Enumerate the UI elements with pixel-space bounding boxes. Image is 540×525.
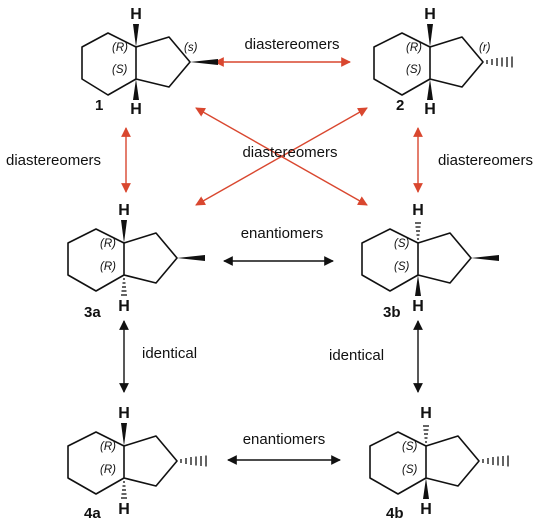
wedge-bond-upper-h [121,220,127,243]
stereo-descriptor-lower: (S) [402,464,418,476]
relation-label-4a-4b: enantiomers [243,431,326,448]
wedge-bond-upper-h [133,24,139,47]
h-atom-upper: H [424,6,436,23]
stereo-descriptor-lower: (R) [100,261,116,273]
hash-bond-upper-h [423,425,429,443]
wedge-bond-lower-h [423,478,429,499]
stereo-descriptor-upper: (S) [402,441,418,453]
compound-2: H H (R) (S) (r) 2 [373,6,513,118]
h-atom-lower: H [118,298,130,315]
wedge-bond-methyl [471,255,499,261]
stereo-descriptor-methyl: (s) [184,42,198,54]
wedge-bond-lower-h [415,275,421,296]
stereo-descriptor-upper: (R) [406,42,422,54]
h-atom-lower: H [118,501,130,518]
wedge-bond-upper-h [121,423,127,446]
hash-bond-lower-h [121,278,127,296]
hash-bond-methyl [180,455,207,467]
h-atom-lower: H [130,101,142,118]
compound-3b: H H (S) (S) 3b [361,202,499,321]
relation-label-cross: diastereomers [242,144,337,161]
hash-bond-methyl [486,56,513,68]
relation-label-1-3a: diastereomers [6,152,101,169]
relation-label-2-3b: diastereomers [438,152,533,169]
compound-4b: H H (S) (S) 4b [369,405,509,522]
skeleton-bonds [67,228,178,292]
hash-bond-lower-h [121,481,127,499]
relation-label-3b-4b: identical [329,347,384,364]
skeleton-bonds [361,228,472,292]
h-atom-lower: H [424,101,436,118]
stereo-descriptor-lower: (S) [406,64,422,76]
relation-label-3a-4a: identical [142,345,197,362]
hash-bond-methyl [482,455,509,467]
wedge-bond-upper-h [427,24,433,47]
h-atom-lower: H [412,298,424,315]
compound-label-2: 2 [396,97,404,114]
stereo-descriptor-upper: (R) [100,441,116,453]
compound-label-3a: 3a [84,304,101,321]
stereo-descriptor-lower: (S) [112,64,128,76]
skeleton-bonds [369,431,480,495]
skeleton-bonds [67,431,178,495]
relation-label-3a-3b: enantiomers [241,225,324,242]
relation-label-1-2: diastereomers [244,36,339,53]
h-atom-upper: H [130,6,142,23]
arrow-2-3a [195,107,368,206]
compound-label-4b: 4b [386,505,404,522]
compound-3a: H H (R) (R) 3a [67,202,205,321]
h-atom-upper: H [420,405,432,422]
h-atom-lower: H [420,501,432,518]
stereo-descriptor-lower: (S) [394,261,410,273]
wedge-bond-methyl [190,59,218,65]
compound-1: H H (R) (S) (s) 1 [81,6,218,118]
h-atom-upper: H [118,202,130,219]
compound-label-1: 1 [95,97,103,114]
skeleton-bonds [373,32,484,96]
stereo-descriptor-upper: (R) [112,42,128,54]
stereo-descriptor-lower: (R) [100,464,116,476]
wedge-bond-lower-h [133,79,139,100]
wedge-bond-lower-h [427,79,433,100]
compound-4a: H H (R) (R) 4a [67,405,207,522]
wedge-bond-methyl [177,255,205,261]
stereo-descriptor-methyl: (r) [479,42,491,54]
stereo-descriptor-upper: (R) [100,238,116,250]
h-atom-upper: H [412,202,424,219]
compound-label-3b: 3b [383,304,401,321]
compound-label-4a: 4a [84,505,101,522]
h-atom-upper: H [118,405,130,422]
stereo-descriptor-upper: (S) [394,238,410,250]
hash-bond-upper-h [415,222,421,240]
